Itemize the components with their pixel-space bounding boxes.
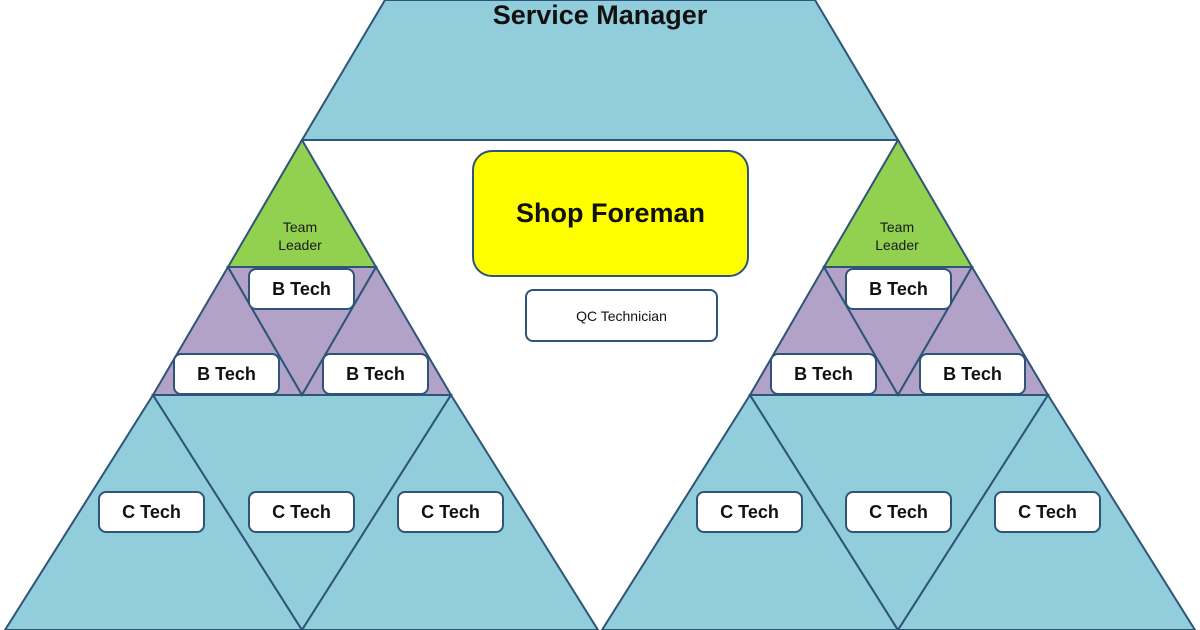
- right-team-leader-label: Team Leader: [847, 218, 947, 254]
- left-c-tech-1: C Tech: [98, 491, 205, 533]
- right-b-tech-left: B Tech: [770, 353, 877, 395]
- left-c-tech-2: C Tech: [248, 491, 355, 533]
- right-c-tech-1: C Tech: [696, 491, 803, 533]
- left-team-leader-triangle: [226, 138, 378, 268]
- right-team-leader-line2: Leader: [875, 237, 919, 253]
- right-team-leader-line1: Team: [879, 219, 915, 235]
- service-manager-title: Service Manager: [492, 0, 708, 30]
- left-team-leader-line2: Leader: [278, 237, 322, 253]
- shop-foreman-box: Shop Foreman: [472, 150, 749, 277]
- left-team-leader-label: Team Leader: [250, 218, 350, 254]
- left-team-leader-line1: Team: [282, 219, 318, 235]
- right-c-tech-3: C Tech: [994, 491, 1101, 533]
- left-b-tech-top: B Tech: [248, 268, 355, 310]
- left-c-tech-3: C Tech: [397, 491, 504, 533]
- right-team-leader-triangle: [822, 138, 974, 268]
- right-b-tech-top: B Tech: [845, 268, 952, 310]
- right-b-tech-right: B Tech: [919, 353, 1026, 395]
- left-b-tech-right: B Tech: [322, 353, 429, 395]
- left-b-tech-left: B Tech: [173, 353, 280, 395]
- qc-technician-box: QC Technician: [525, 289, 718, 342]
- right-c-tech-2: C Tech: [845, 491, 952, 533]
